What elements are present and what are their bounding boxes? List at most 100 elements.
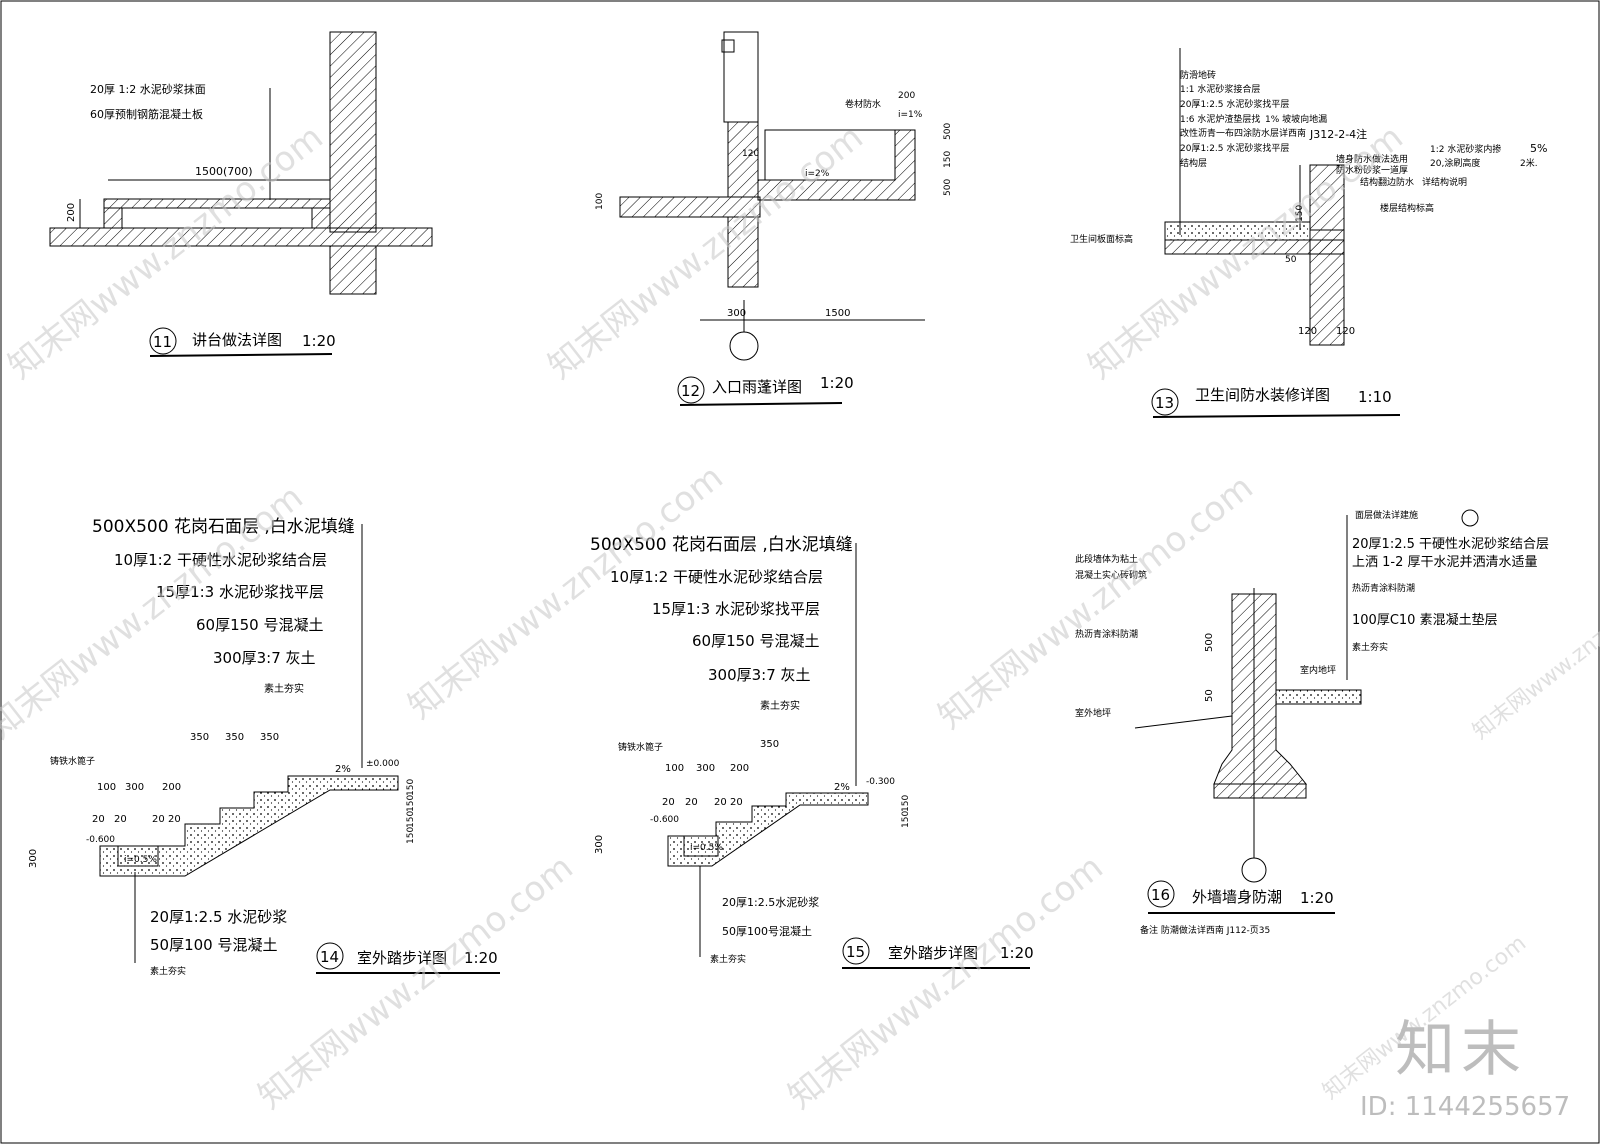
d11-title: 讲台做法详图 (192, 331, 282, 349)
d14-detail-bubble (316, 942, 344, 970)
detail-11: 20厚 1:2 水泥砂浆抹面 60厚预制钢筋混凝土板 1500(700) 200… (49, 31, 433, 357)
d16-wall (1213, 593, 1308, 785)
d14-layer-3: 15厚1:3 水泥砂浆找平层 (156, 583, 324, 601)
d15-detail-bubble (842, 937, 870, 965)
d16-dim-50: 50 (1204, 689, 1215, 702)
d14-dim-6: 200 (162, 782, 181, 793)
d11-floor-slab (49, 227, 433, 247)
d15-title: 室外踏步详图 (888, 944, 978, 962)
d14-bottom-2: 50厚100 号混凝土 (150, 936, 278, 954)
d11-scale: 1:20 (302, 332, 336, 350)
d12-floor-left (619, 196, 761, 218)
d15-layer-4: 60厚150 号混凝土 (692, 632, 820, 650)
d15-bottom-3: 素土夯实 (710, 953, 746, 965)
detail-12: 卷材防水 i=1% i=2% 200 500 150 500 120 100 3… (595, 31, 953, 406)
d12-wall-upper (723, 31, 759, 123)
d14-dim-11: 300 (28, 849, 39, 868)
detail-14: 500X500 花岗石面层 ,白水泥填缝 10厚1:2 干硬性水泥砂浆结合层 1… (28, 517, 500, 977)
d16-note-6: 素土夯实 (1352, 641, 1388, 653)
d14-label-grate: 铸铁水篦子 (50, 755, 95, 767)
d15-drain (683, 835, 719, 857)
d12-gutter (721, 39, 735, 53)
watermark-text: 知末网www.znzmo.com (401, 457, 731, 727)
d11-dim-width: 1500(700) (195, 165, 253, 178)
d14-dim-7: 20 (92, 814, 105, 825)
detail-16: 面层做法详建施 20厚1:2.5 干硬性水泥砂浆结合层 上洒 1-2 厚干水泥并… (1075, 509, 1549, 936)
d13-number: 13 (1155, 394, 1174, 412)
d15-dim-9: 300 (594, 835, 605, 854)
d16-note-11: 室内地坪 (1300, 664, 1336, 676)
d13-note-9: 结构层 (1180, 157, 1207, 169)
d13-dim-150: 150 (1295, 205, 1305, 222)
d13-title-underline (1152, 414, 1401, 418)
d12-dim-200: 200 (898, 91, 915, 101)
d14-dim-15: 150 (406, 827, 416, 844)
d15-layer-2: 10厚1:2 干硬性水泥砂浆结合层 (610, 568, 823, 586)
d15-dim-11: 150 (901, 811, 911, 828)
d14-label-drain-slope: i=0.5% (124, 855, 157, 865)
d12-dim-500a: 500 (943, 123, 953, 140)
d12-note-slope-2: i=2% (805, 169, 830, 179)
d15-dim-10: 150 (901, 795, 911, 812)
d13-note-2: 1:1 水泥砂浆接合层 (1180, 83, 1260, 95)
d15-dim-5: 20 (662, 797, 675, 808)
d12-canopy-trough (764, 129, 896, 181)
d14-bottom-3: 素土夯实 (150, 965, 186, 977)
d14-dim-3: 350 (260, 732, 279, 743)
d13-note-5: 1% 坡坡向地漏 (1265, 113, 1327, 125)
d13-note-1: 防滑地砖 (1180, 69, 1216, 81)
d11-title-underline (149, 353, 333, 357)
d15-bottom-1: 20厚1:2.5水泥砂浆 (722, 895, 819, 909)
watermark-text: 知末网www.znzmo.com (1081, 117, 1411, 387)
d13-note-14: 20,涂刷高度 (1430, 157, 1480, 169)
d14-layer-6: 素土夯实 (264, 682, 304, 695)
d14-dim-14: 150 (406, 811, 416, 828)
d15-dim-3: 300 (696, 763, 715, 774)
detail-13: 防滑地砖 1:1 水泥砂浆接合层 20厚1:2.5 水泥砂浆找平层 1:6 水泥… (1070, 48, 1547, 418)
d15-number: 15 (846, 943, 865, 961)
d11-note-1: 20厚 1:2 水泥砂浆抹面 (90, 82, 206, 96)
d16-note-5: 100厚C10 素混凝土垫层 (1352, 612, 1498, 628)
d15-bottom-2: 50厚100号混凝土 (722, 924, 812, 938)
d15-label-grate: 铸铁水篦子 (618, 741, 663, 753)
watermark-text: 知末网www.znzmo.com (541, 117, 871, 387)
d13-note-15: 2米. (1520, 157, 1538, 169)
d15-dim-1: 350 (760, 739, 779, 750)
d12-dim-1500: 1500 (825, 308, 850, 319)
d12-scale: 1:20 (820, 374, 854, 392)
d15-layer-3: 15厚1:3 水泥砂浆找平层 (652, 600, 820, 618)
d16-detail-bubble (1147, 880, 1175, 908)
d14-dim-13: 150 (406, 795, 416, 812)
d16-note-8: 混凝土实心砖砌筑 (1075, 569, 1147, 581)
d14-number: 14 (320, 948, 339, 966)
d14-layer-1: 500X500 花岗石面层 ,白水泥填缝 (92, 517, 355, 537)
d12-dim-100: 100 (595, 193, 605, 210)
d11-support-left (103, 207, 123, 229)
d11-number: 11 (153, 333, 172, 351)
d16-title: 外墙墙身防潮 (1192, 888, 1282, 906)
d13-note-8: 20厚1:2.5 水泥砂浆找平层 (1180, 142, 1289, 154)
d15-layer-6: 素土夯实 (760, 699, 800, 712)
d13-dim-50: 50 (1285, 255, 1297, 265)
d16-note-9: 热沥青涂料防潮 (1075, 628, 1138, 640)
d11-wall (329, 31, 377, 233)
d14-label-level-2: -0.600 (86, 835, 115, 845)
d16-note-2: 20厚1:2.5 干硬性水泥砂浆结合层 (1352, 537, 1549, 552)
d14-dim-1: 350 (190, 732, 209, 743)
d13-note-19: 卫生间板面标高 (1070, 233, 1133, 245)
d13-note-10: 墙身防水做法选用 (1336, 153, 1408, 165)
d13-note-17: 详结构说明 (1422, 176, 1467, 188)
d16-exterior-grade (1134, 715, 1233, 729)
d16-note-7: 此段墙体为粘土 (1075, 553, 1138, 565)
d13-detail-bubble (1151, 388, 1179, 416)
watermark-text: 知末网www.znzmo.com (1468, 571, 1600, 745)
d14-layer-5: 300厚3:7 灰土 (213, 649, 316, 667)
d15-dim-4: 200 (730, 763, 749, 774)
watermark-brand-logo: 知末 (1395, 1015, 1527, 1085)
d13-note-16: 结构翻边防水 (1360, 176, 1414, 188)
d15-label-level: -0.300 (866, 777, 895, 787)
d13-title: 卫生间防水装修详图 (1195, 386, 1330, 404)
d15-dim-2: 100 (665, 763, 684, 774)
d12-dim-120: 120 (742, 149, 759, 159)
d16-dim-500: 500 (1204, 633, 1215, 652)
